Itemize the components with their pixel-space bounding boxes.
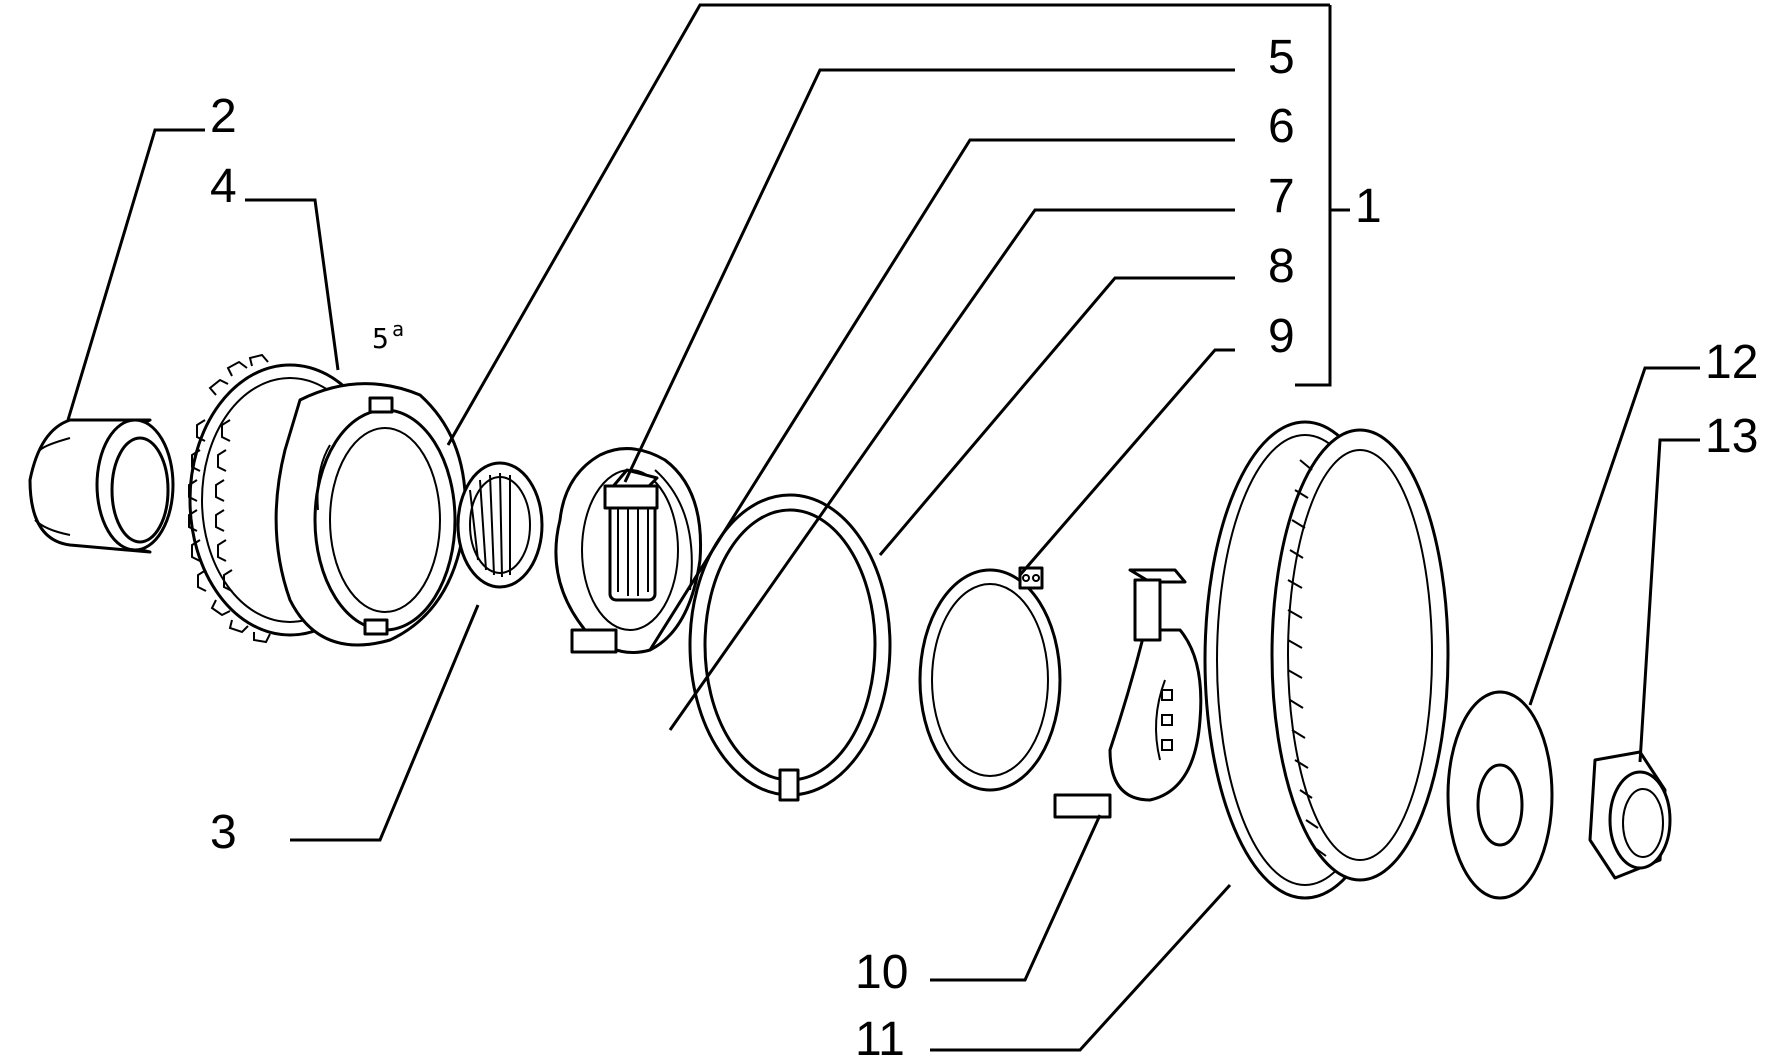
part-8-split-ring: [688, 493, 892, 802]
gear-marking-number: 5: [372, 322, 389, 355]
part-12-washer: [1446, 690, 1554, 900]
part-9-circlip: [918, 566, 1062, 792]
gear-marking: 5 a: [372, 317, 404, 355]
callout-6: 6: [1268, 100, 1295, 153]
callout-11: 11: [855, 1013, 905, 1058]
callout-2: 2: [210, 90, 237, 143]
part-5-synchro-ring: [554, 447, 703, 654]
gear-marking-superscript: a: [392, 317, 404, 341]
callout-12: 12: [1705, 336, 1758, 389]
callout-1: 1: [1355, 180, 1382, 233]
callout-7: 7: [1268, 170, 1295, 223]
callout-4: 4: [210, 160, 237, 213]
callout-labels: 1 2 3 4 5 6 7 8 9 10 11 12 13: [210, 31, 1758, 1058]
part-11-sleeve: [1203, 420, 1450, 900]
callout-9: 9: [1268, 310, 1295, 363]
callout-3: 3: [210, 806, 237, 859]
callout-13: 13: [1705, 410, 1758, 463]
callout-5: 5: [1268, 31, 1295, 84]
part-10-inner-ring: [1053, 568, 1203, 819]
part-4-gear: [188, 353, 467, 647]
part-2-bushing: [28, 418, 175, 554]
part-3-needle-bearing: [456, 461, 544, 589]
leader-lines: [66, 3, 1700, 1052]
part-13-nut: [1588, 750, 1672, 880]
callout-10: 10: [855, 946, 908, 999]
callout-8: 8: [1268, 240, 1295, 293]
